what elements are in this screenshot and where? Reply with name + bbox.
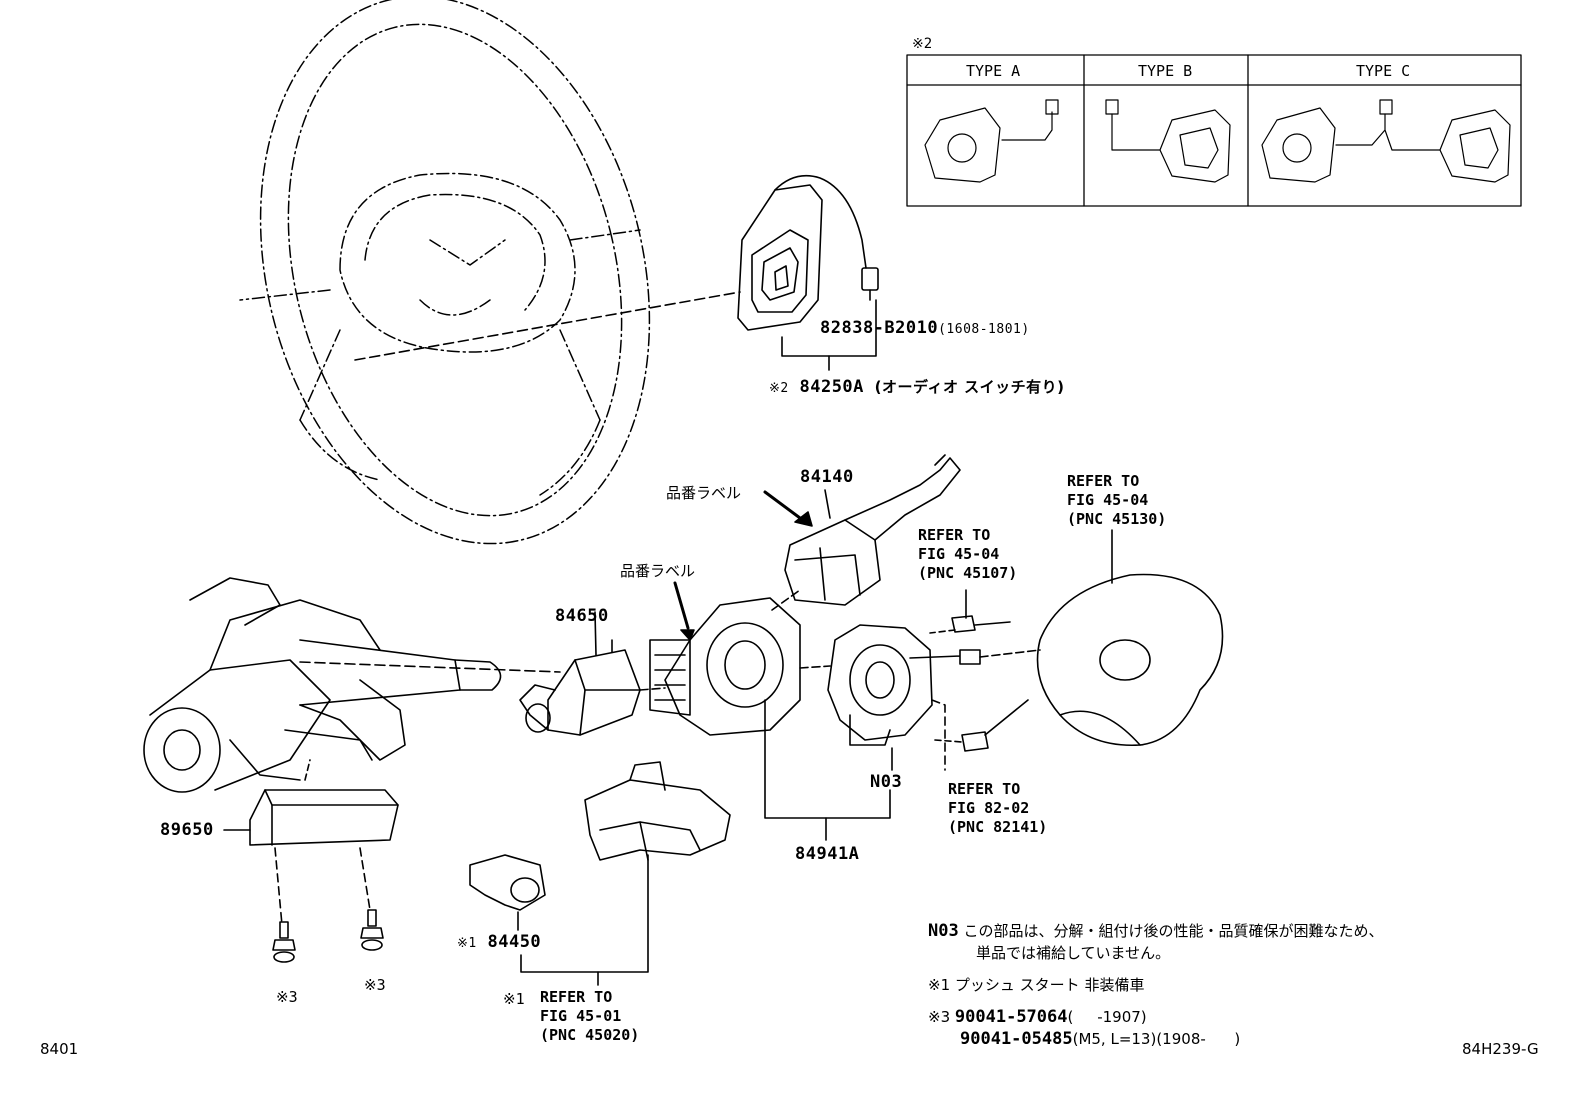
screw-right-marker: ※3 (364, 976, 386, 994)
note-1-line: ※1 プッシュ スタート 非装備車 (928, 974, 1548, 996)
note-n03-text-1: この部品は、分解・組付け後の性能・品質確保が困難なため、 (963, 922, 1384, 940)
note-n03-line1: N03 この部品は、分解・組付け後の性能・品質確保が困難なため、 (928, 920, 1548, 942)
note-3-line1: ※3 90041-57064( -1907) (928, 1006, 1548, 1028)
part-84941A-number: 84941A (795, 844, 860, 864)
type-table-marker: ※2 (912, 36, 933, 52)
connector-45107-drawing (929, 589, 1011, 634)
note-n03-code: N03 (928, 921, 959, 941)
ref-fig-45-01-pnc-45020: REFER TO FIG 45-01 (PNC 45020) (540, 988, 640, 1044)
page-code: 8401 (40, 1040, 79, 1058)
part-84250A-number: 84250A (799, 377, 864, 397)
part-82838-range: (1608-1801) (938, 322, 1030, 337)
type-a-thumbnail (924, 99, 1059, 183)
type-a-label: TYPE A (966, 62, 1021, 80)
part-84250A-marker: ※2 (769, 381, 789, 396)
note-n03-line2: 単品では補給していません。 (928, 942, 1548, 964)
steering-column-drawing (143, 577, 502, 793)
part-label-callout-1: 品番ラベル (666, 484, 742, 502)
screw-left-marker: ※3 (276, 988, 298, 1006)
type-table-frame (906, 54, 1522, 207)
figure-code: 84H239-G (1462, 1040, 1539, 1058)
part-label-callout-2: 品番ラベル (620, 562, 696, 580)
part-82838-number: 82838-B2010(1608-1801) (820, 318, 1030, 338)
type-b-thumbnail (1105, 99, 1231, 183)
switch-84450-drawing (469, 854, 546, 911)
note-3-rest-1: ( -1907) (1067, 1008, 1147, 1026)
type-c-label: TYPE C (1356, 62, 1411, 80)
notes-block: N03 この部品は、分解・組付け後の性能・品質確保が困難なため、 単品では補給し… (928, 920, 1548, 1050)
steering-wheel-phantom (239, 0, 651, 545)
part-89650-number: 89650 (160, 820, 214, 840)
note-3-marker: ※3 (928, 1008, 951, 1026)
screw-left-drawing (272, 921, 296, 963)
connector-82141-drawing (931, 699, 1029, 771)
note-3-pn-2: 90041-05485 (960, 1029, 1073, 1049)
airbag-45130-drawing (1036, 573, 1224, 747)
note-n03-text-2: 単品では補給していません。 (976, 944, 1171, 962)
spiral-cable-84941A-drawing (649, 597, 801, 736)
ref-fig-45-04-pnc-45107: REFER TO FIG 45-04 (PNC 45107) (918, 526, 1018, 582)
note-1-text: プッシュ スタート 非装備車 (954, 976, 1145, 994)
type-b-label: TYPE B (1138, 62, 1193, 80)
switch-84140-drawing (784, 454, 961, 606)
part-84140-number: 84140 (800, 467, 854, 487)
spiral-cable-n03-drawing (827, 624, 1041, 746)
ref-fig-45-04-pnc-45130: REFER TO FIG 45-04 (PNC 45130) (1067, 472, 1167, 528)
part-n03-number: N03 (870, 772, 903, 792)
audio-switch-drawing (737, 174, 879, 331)
note-1-marker: ※1 (928, 976, 951, 994)
part-82838-pn: 82838-B2010 (820, 318, 939, 338)
part-84450-marker: ※1 (457, 936, 477, 951)
note-3-rest-2: (M5, L=13)(1908- ) (1072, 1030, 1241, 1048)
part-84250A-label: ※2 84250A (オーディオ スイッチ有り) (769, 376, 1065, 397)
ecu-89650-drawing (249, 789, 399, 846)
ignition-lock-drawing (584, 761, 731, 861)
ref-fig-82-02-pnc-82141: REFER TO FIG 82-02 (PNC 82141) (948, 780, 1048, 836)
ref-45020-marker: ※1 (503, 990, 525, 1008)
part-84450-number: 84450 (487, 932, 542, 952)
note-3-pn-1: 90041-57064 (954, 1007, 1068, 1027)
screw-right-drawing (360, 909, 384, 951)
switch-84650-drawing (519, 649, 641, 736)
part-84650-number: 84650 (555, 606, 609, 626)
type-c-thumbnail (1261, 99, 1511, 183)
part-84250A-desc: (オーディオ スイッチ有り) (874, 378, 1065, 396)
part-84450-label: ※1 84450 (457, 932, 541, 952)
note-3-line2: 90041-05485(M5, L=13)(1908- ) (928, 1028, 1548, 1050)
